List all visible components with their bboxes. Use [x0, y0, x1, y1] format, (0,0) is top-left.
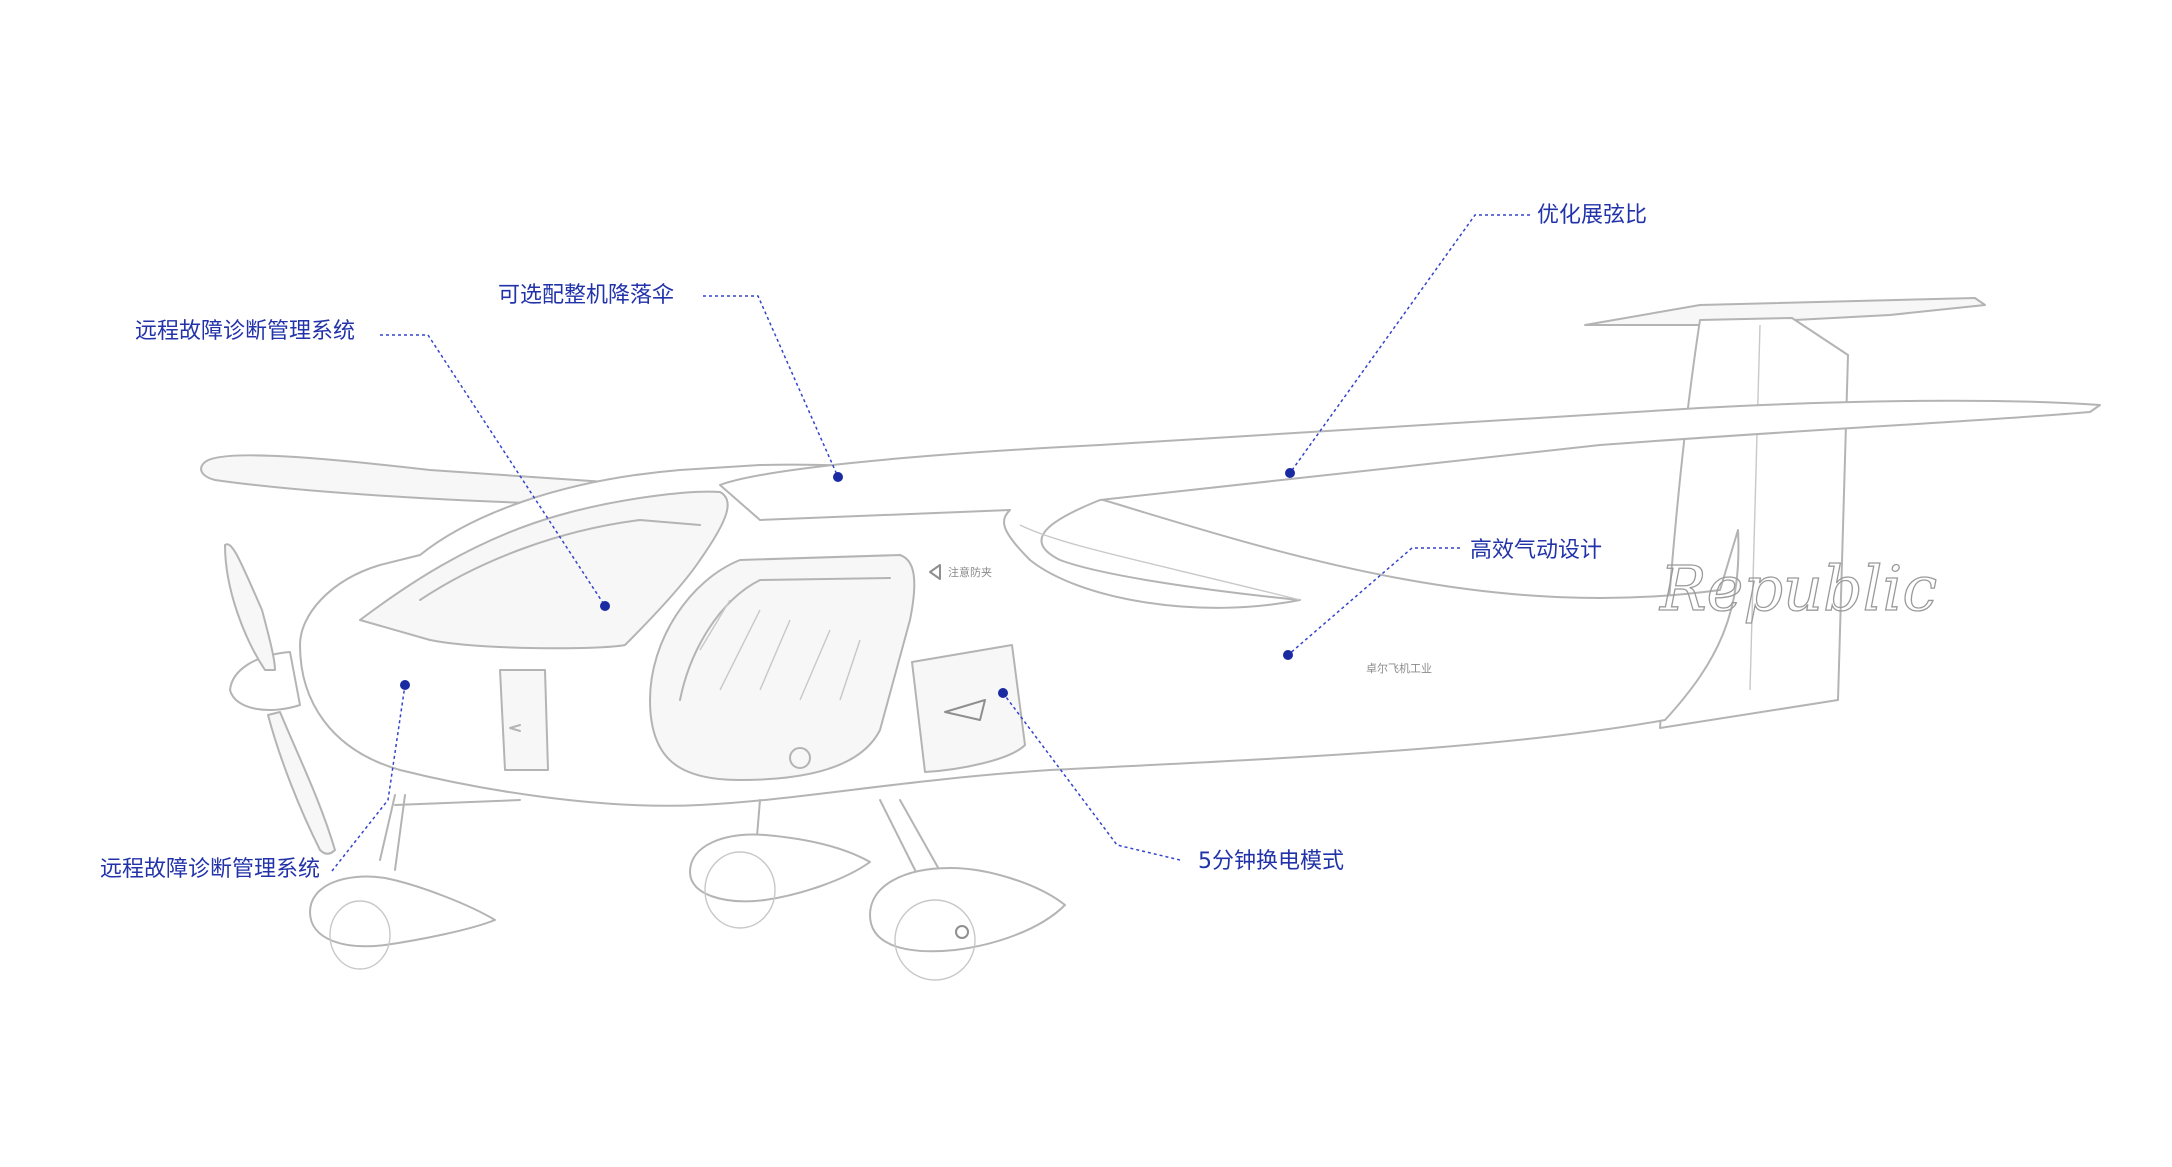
battery-hatch-arrow: [944, 699, 986, 721]
spinner: [229, 651, 301, 711]
wing-root-fillet: [1019, 524, 1301, 601]
fuselage-label-text: 卓尔飞机工业: [1366, 661, 1432, 675]
nose-gear-strut: [379, 794, 521, 871]
leader-chord-ratio: [1289, 214, 1530, 474]
callout-diagnostics-top: 远程故障诊断管理系统: [135, 319, 356, 344]
leader-diagnostics-top: [380, 334, 606, 607]
nose-wheel-fairing: [309, 875, 496, 948]
callout-battery-swap: 5分钟换电模式: [1198, 849, 1344, 874]
dot-diagnostics-bottom: [400, 680, 410, 690]
propeller-upper: [224, 543, 276, 671]
main-wheel-right: [894, 899, 976, 981]
door-window-frame: [679, 577, 891, 701]
door-warning-arrow: [929, 564, 941, 580]
callout-diagnostics-bottom: 远程故障诊断管理系统: [100, 857, 321, 882]
brand-script: Republic: [1659, 552, 1937, 625]
nose-hatch: [499, 669, 549, 771]
cabin-door: [649, 554, 916, 781]
callout-aero-design: 高效气动设计: [1470, 538, 1603, 563]
nose-wheel: [329, 900, 391, 970]
dot-diagnostics-top: [600, 601, 610, 611]
battery-hatch: [911, 644, 1026, 773]
nose-hatch-arrow: [509, 724, 521, 732]
dot-battery-swap: [998, 688, 1008, 698]
callout-parachute: 可选配整机降落伞: [498, 283, 675, 308]
leader-parachute: [703, 295, 839, 478]
propeller-lower: [267, 711, 336, 855]
callout-chord-ratio: 优化展弦比: [1537, 203, 1648, 228]
leader-diagnostics-bottom: [331, 684, 406, 872]
dot-parachute: [833, 472, 843, 482]
main-wheel-left: [704, 851, 776, 929]
canopy-frame: [419, 519, 701, 601]
seat-lines: [699, 599, 861, 701]
leader-aero-design: [1287, 547, 1460, 656]
dot-aero-design: [1283, 650, 1293, 660]
door-warning-text: 注意防夹: [948, 565, 992, 579]
wheel-hub: [955, 925, 969, 939]
rudder-line: [1749, 324, 1761, 691]
door-handle: [789, 747, 811, 769]
main-wheel-fairing-left: [689, 833, 871, 903]
canopy: [359, 490, 729, 650]
dot-chord-ratio: [1285, 468, 1295, 478]
main-wheel-fairing-right: [869, 867, 1066, 953]
wing-main: [719, 399, 2101, 609]
